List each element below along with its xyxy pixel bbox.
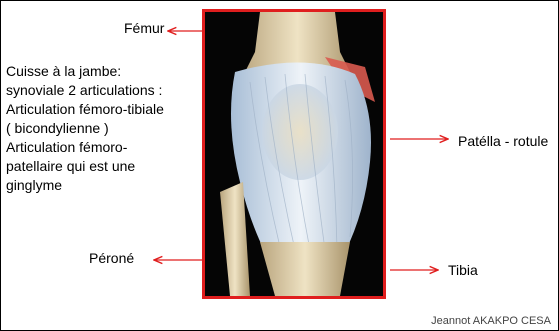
- author-credit: Jeannot AKAKPO CESA: [431, 315, 551, 327]
